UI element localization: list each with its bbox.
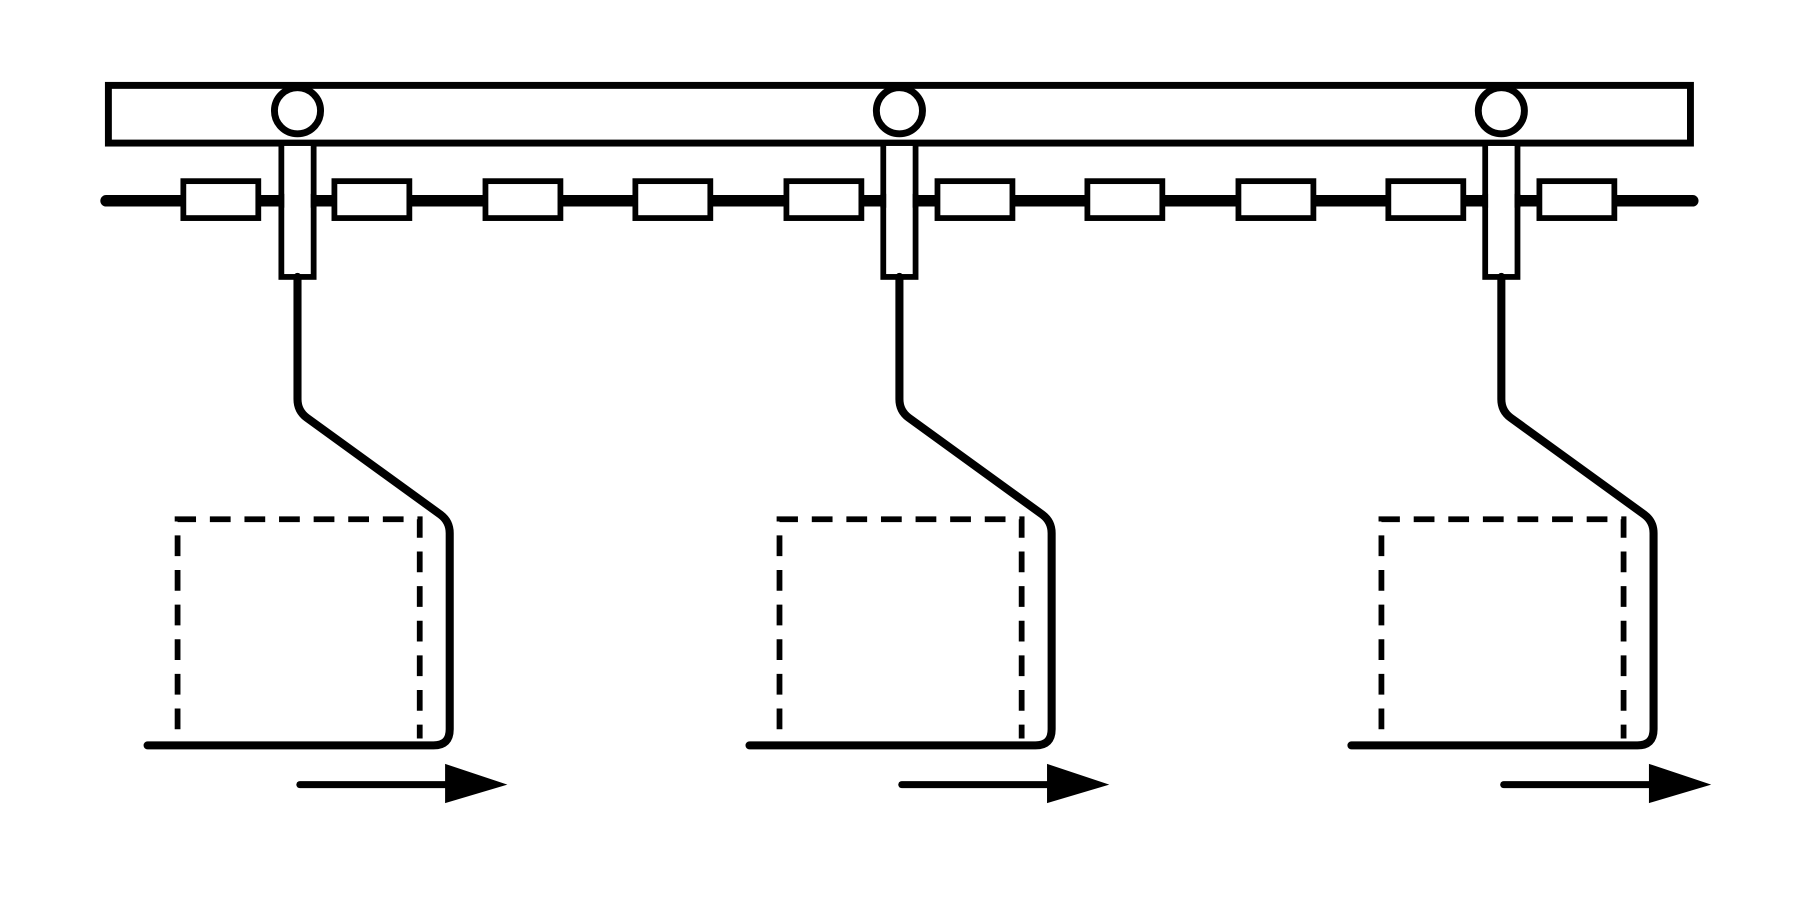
chain-link	[482, 178, 564, 221]
chain-link	[1084, 178, 1166, 221]
chain-link	[331, 178, 413, 221]
chain-link	[632, 178, 714, 221]
chain-link	[1536, 178, 1618, 221]
chain-link	[1385, 178, 1467, 221]
chain-link	[1235, 178, 1317, 221]
chain-link	[180, 178, 262, 221]
chain-links	[180, 178, 1618, 221]
chain-link	[783, 178, 865, 221]
chain-link	[934, 178, 1016, 221]
